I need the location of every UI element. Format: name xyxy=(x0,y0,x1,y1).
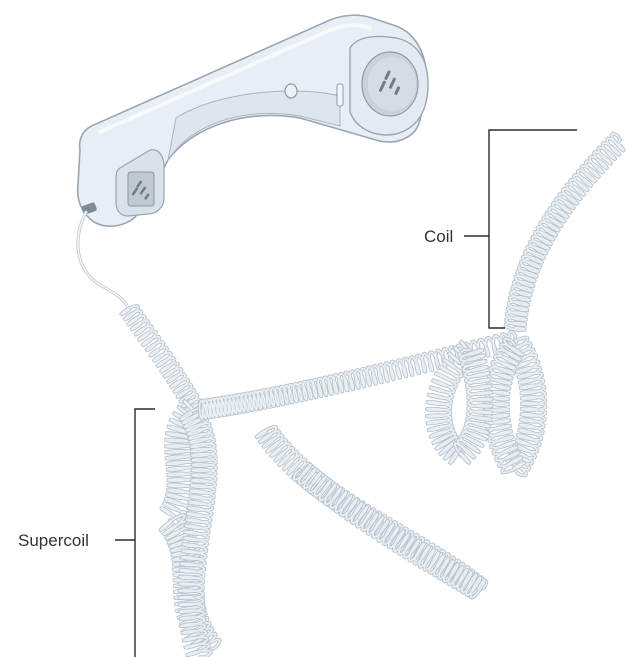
supercoil-annotation: Supercoil xyxy=(18,409,155,657)
supercoil-label: Supercoil xyxy=(18,531,89,550)
coil-label: Coil xyxy=(424,227,453,246)
side-button xyxy=(285,84,297,98)
thin-cord xyxy=(78,212,128,308)
side-slot xyxy=(337,84,343,106)
coil-strand xyxy=(121,306,202,411)
supercoil-bracket xyxy=(115,409,155,657)
coiled-cord xyxy=(121,134,623,657)
coil-strand xyxy=(506,134,624,330)
telephone-handset-icon xyxy=(78,15,428,226)
mouthpiece xyxy=(128,172,154,206)
